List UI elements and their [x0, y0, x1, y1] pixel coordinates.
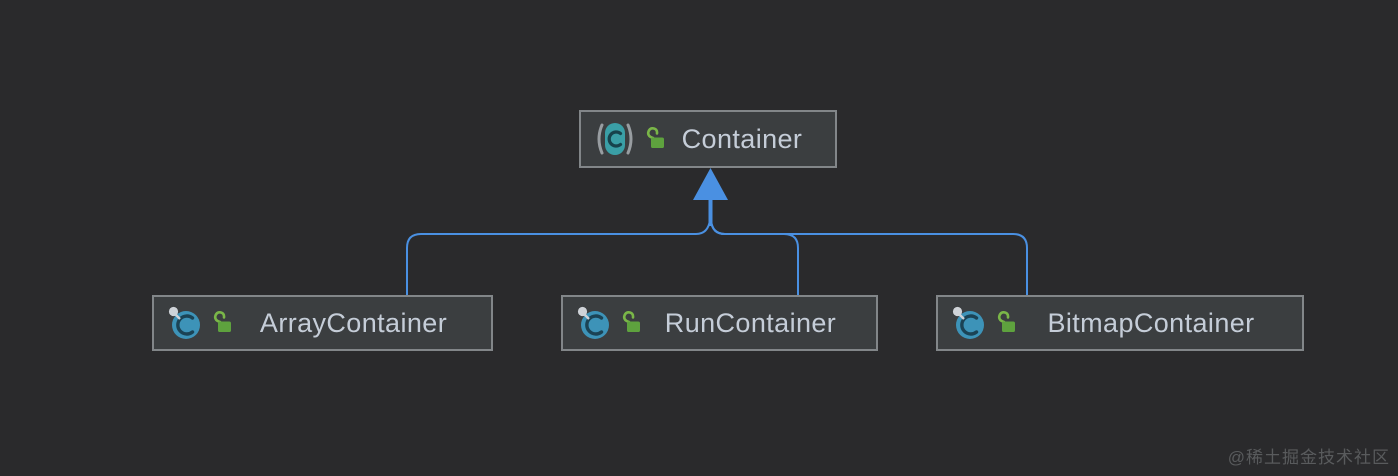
- class-node-runcontainer[interactable]: RunContainer: [561, 295, 878, 351]
- public-visibility-lock-icon: [994, 311, 1018, 335]
- public-visibility-lock-icon: [210, 311, 234, 335]
- class-node-bitmapcontainer[interactable]: BitmapContainer: [936, 295, 1304, 351]
- class-node-arraycontainer[interactable]: ArrayContainer: [152, 295, 493, 351]
- inheritance-arrowhead: [693, 168, 728, 200]
- public-visibility-lock-icon: [643, 127, 667, 151]
- edge-arraycontainer-to-container: [406, 197, 711, 298]
- class-name-label: RunContainer: [664, 307, 837, 338]
- class-name-label: Container: [681, 123, 803, 154]
- watermark-text: @稀土掘金技术社区: [1227, 448, 1390, 467]
- final-class-icon: [575, 304, 613, 342]
- final-class-icon: [166, 304, 204, 342]
- edge-bitmapcontainer-to-container: [710, 197, 1028, 298]
- edge-runcontainer-to-container: [710, 197, 799, 298]
- class-name-label: BitmapContainer: [1047, 307, 1255, 338]
- class-name-label: ArrayContainer: [259, 307, 448, 338]
- public-visibility-lock-icon: [619, 311, 643, 335]
- abstract-class-icon: [593, 121, 637, 157]
- final-class-icon: [950, 304, 988, 342]
- class-node-container[interactable]: Container: [579, 110, 837, 168]
